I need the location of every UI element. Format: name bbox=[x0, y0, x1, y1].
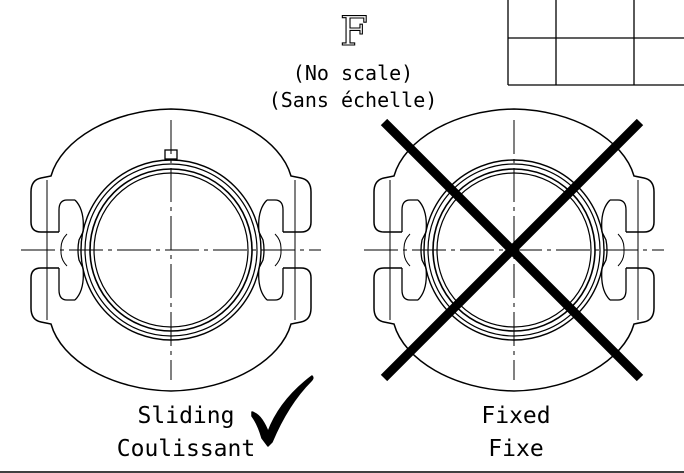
fixe-label: Fixe bbox=[488, 436, 543, 462]
sliding-coupling-view bbox=[20, 108, 322, 392]
sans-echelle-note: (Sans échelle) bbox=[269, 88, 438, 112]
checkmark-icon bbox=[251, 375, 314, 447]
cross-out-icon bbox=[380, 118, 644, 382]
title-block-grid bbox=[507, 0, 684, 86]
coulissant-label: Coulissant bbox=[117, 436, 255, 462]
sliding-label: Sliding bbox=[138, 403, 235, 429]
fixed-label: Fixed bbox=[481, 403, 550, 429]
coupling-key-tab bbox=[164, 149, 178, 160]
no-scale-note: (No scale) bbox=[293, 61, 413, 85]
sheet-letter: F bbox=[340, 9, 368, 55]
